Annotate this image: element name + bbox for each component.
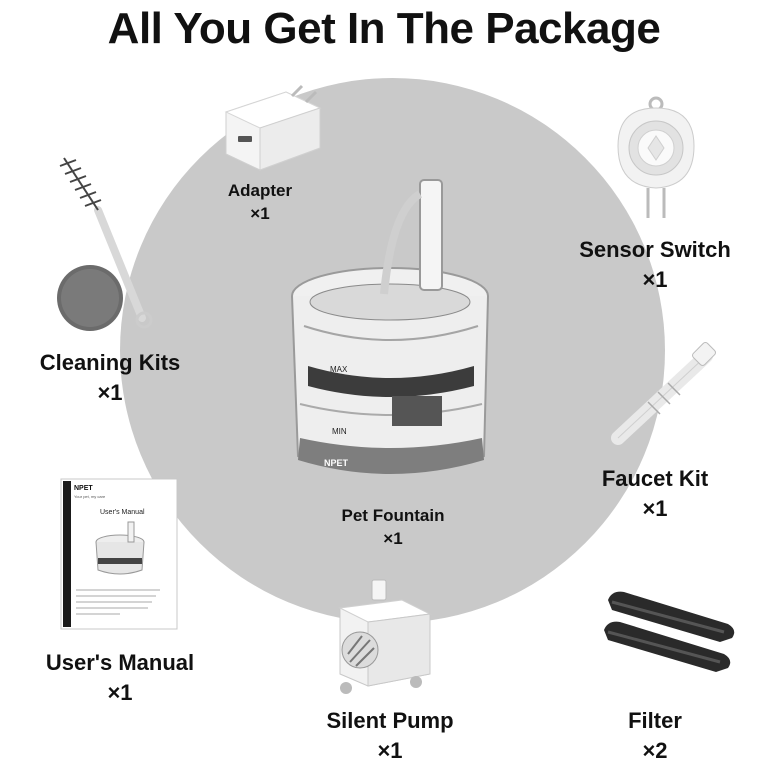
silent-pump-name: Silent Pump	[326, 708, 454, 733]
page-title: All You Get In The Package	[107, 4, 661, 53]
silent-pump-label: Silent Pump ×1	[300, 706, 480, 765]
adapter-qty: ×1	[250, 203, 270, 223]
silent-pump-qty: ×1	[377, 737, 403, 763]
faucet-kit-label: Faucet Kit ×1	[585, 464, 725, 523]
faucet-kit-name: Faucet Kit	[601, 466, 709, 491]
pet-fountain-qty: ×1	[383, 528, 403, 548]
sensor-switch-image	[617, 96, 695, 218]
sensor-switch-label: Sensor Switch ×1	[560, 235, 750, 294]
pet-fountain-name: Pet Fountain	[341, 506, 445, 525]
adapter-label: Adapter ×1	[210, 180, 310, 226]
sensor-switch-qty: ×1	[642, 266, 668, 292]
cleaning-kits-label: Cleaning Kits ×1	[20, 348, 200, 407]
fountain-min-mark: MIN	[332, 427, 347, 436]
sensor-switch-name: Sensor Switch	[579, 237, 731, 262]
fountain-brand-mark: NPET	[324, 458, 349, 468]
cleaning-kits-image	[57, 157, 153, 331]
manual-heading: User's Manual	[100, 509, 145, 516]
pet-fountain-image: MAX MIN NPET	[291, 179, 489, 474]
fountain-max-mark: MAX	[330, 365, 348, 374]
faucet-kit-image	[611, 342, 716, 445]
cleaning-kits-qty: ×1	[97, 379, 123, 405]
users-manual-label: User's Manual ×1	[25, 648, 215, 707]
users-manual-name: User's Manual	[45, 650, 195, 675]
silent-pump-image	[338, 579, 432, 694]
manual-tagline: Your pet, my care	[74, 494, 106, 499]
users-manual-qty: ×1	[107, 679, 133, 705]
users-manual-image: NPET Your pet, my care User's Manual	[60, 478, 178, 630]
adapter-image	[224, 84, 322, 171]
filter-qty: ×2	[642, 737, 668, 763]
filter-name: Filter	[628, 708, 682, 733]
manual-brand: NPET	[74, 485, 93, 492]
pet-fountain-label: Pet Fountain ×1	[323, 505, 463, 551]
adapter-name: Adapter	[227, 181, 293, 200]
filter-label: Filter ×2	[600, 706, 710, 765]
filter-image	[604, 591, 735, 672]
faucet-kit-qty: ×1	[642, 495, 668, 521]
cleaning-kits-name: Cleaning Kits	[39, 350, 181, 375]
